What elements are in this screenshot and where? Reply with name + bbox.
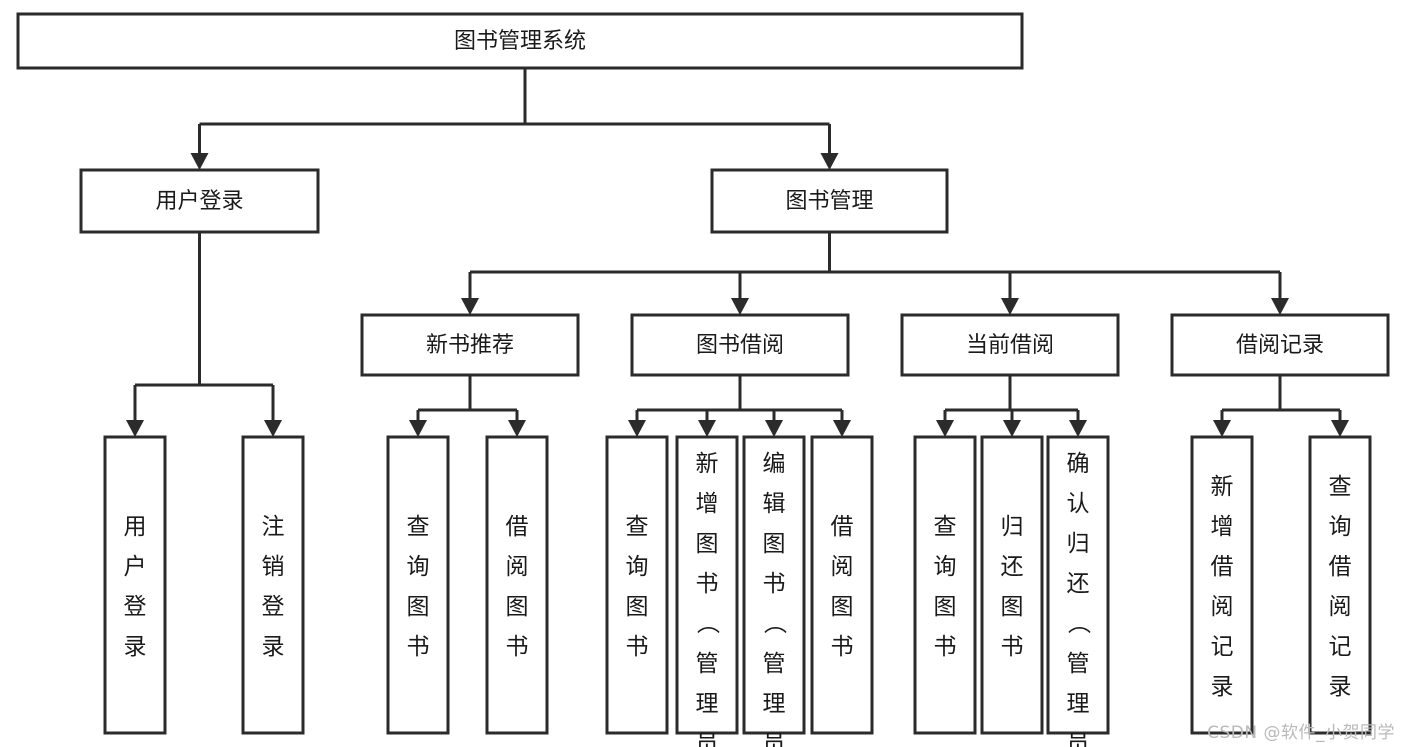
arrow-head-icon: [1213, 420, 1231, 437]
node-level2-图书管理[interactable]: 图书管理: [710, 168, 949, 234]
node-leaf-归还图书[interactable]: 归还图书: [980, 435, 1044, 735]
node-box: [810, 435, 874, 735]
node-leaf-查询图书[interactable]: 查询图书: [913, 435, 977, 735]
node-label: 借阅记录: [1236, 333, 1324, 358]
node-label-vertical: 借阅图书: [831, 514, 854, 660]
node-label: 当前借阅: [966, 333, 1054, 358]
node-label: 图书管理: [785, 189, 873, 214]
node-leaf-查询图书[interactable]: 查询图书: [605, 435, 669, 735]
node-label-vertical: 借阅图书: [506, 514, 529, 660]
connector-layer: [126, 68, 1349, 437]
node-box: [1170, 313, 1390, 377]
arrow-head-icon: [765, 420, 783, 437]
node-box: [1308, 435, 1372, 735]
node-leaf-借阅图书[interactable]: 借阅图书: [485, 435, 549, 735]
node-label: 图书借阅: [696, 333, 784, 358]
arrow-head-icon: [833, 420, 851, 437]
arrow-head-icon: [731, 298, 749, 315]
arrow-head-icon: [264, 420, 282, 437]
node-box: [485, 435, 549, 735]
node-leaf-查询借阅记录[interactable]: 查询借阅记录: [1308, 435, 1372, 735]
node-label-vertical: 归还图书: [1001, 514, 1024, 660]
node-box: [1046, 435, 1110, 735]
node-box: [605, 435, 669, 735]
node-leaf-用户登录[interactable]: 用户登录: [103, 435, 167, 735]
node-label-vertical: 用户登录: [124, 514, 147, 660]
node-leaf-编辑图书管理员[interactable]: 编辑图书（管理员）: [742, 435, 806, 747]
arrow-head-icon: [126, 420, 144, 437]
arrow-head-icon: [1271, 298, 1289, 315]
node-label-vertical: 注销登录: [262, 514, 285, 660]
node-label-vertical: 查询图书: [934, 514, 957, 660]
arrow-head-icon: [461, 298, 479, 315]
node-box: [742, 435, 806, 735]
node-box: [241, 435, 305, 735]
arrow-head-icon: [1069, 420, 1087, 437]
node-box: [900, 313, 1120, 377]
node-leaf-注销登录[interactable]: 注销登录: [241, 435, 305, 735]
arrow-head-icon: [1001, 298, 1019, 315]
node-box: [630, 313, 850, 377]
node-label-vertical: 查询借阅记录: [1329, 474, 1352, 700]
node-level3-当前借阅[interactable]: 当前借阅: [900, 313, 1120, 377]
node-level3-新书推荐[interactable]: 新书推荐: [360, 313, 580, 377]
node-label: 用户登录: [155, 189, 243, 214]
node-label-vertical: 新增图书（管理员）: [696, 451, 721, 747]
node-label: 新书推荐: [426, 333, 514, 358]
node-label-vertical: 确认归还（管理员）: [1067, 451, 1092, 747]
arrow-head-icon: [820, 153, 839, 170]
node-level3-借阅记录[interactable]: 借阅记录: [1170, 313, 1390, 377]
node-label-vertical: 新增借阅记录: [1211, 474, 1234, 700]
node-label-vertical: 查询图书: [626, 514, 649, 660]
node-label: 图书管理系统: [454, 29, 586, 54]
node-box: [980, 435, 1044, 735]
node-box: [360, 313, 580, 377]
node-layer: 图书管理系统用户登录图书管理新书推荐图书借阅当前借阅借阅记录用户登录注销登录查询…: [16, 12, 1390, 747]
node-box: [79, 168, 320, 234]
arrow-head-icon: [409, 420, 427, 437]
arrow-head-icon: [936, 420, 954, 437]
node-label-vertical: 查询图书: [407, 514, 430, 660]
arrow-head-icon: [628, 420, 646, 437]
node-leaf-新增图书管理员[interactable]: 新增图书（管理员）: [675, 435, 739, 747]
node-box: [710, 168, 949, 234]
node-box: [675, 435, 739, 735]
node-box: [103, 435, 167, 735]
node-leaf-新增借阅记录[interactable]: 新增借阅记录: [1190, 435, 1254, 735]
node-box: [386, 435, 450, 735]
node-box: [16, 12, 1024, 70]
node-root-图书管理系统[interactable]: 图书管理系统: [16, 12, 1024, 70]
node-box: [1190, 435, 1254, 735]
node-leaf-借阅图书[interactable]: 借阅图书: [810, 435, 874, 735]
node-leaf-确认归还管理员[interactable]: 确认归还（管理员）: [1046, 435, 1110, 747]
node-level2-用户登录[interactable]: 用户登录: [79, 168, 320, 234]
arrow-head-icon: [698, 420, 716, 437]
arrow-head-icon: [1003, 420, 1021, 437]
arrow-head-icon: [190, 153, 209, 170]
node-level3-图书借阅[interactable]: 图书借阅: [630, 313, 850, 377]
node-label-vertical: 编辑图书（管理员）: [763, 451, 788, 747]
node-leaf-查询图书[interactable]: 查询图书: [386, 435, 450, 735]
arrow-head-icon: [1331, 420, 1349, 437]
node-box: [913, 435, 977, 735]
arrow-head-icon: [508, 420, 526, 437]
